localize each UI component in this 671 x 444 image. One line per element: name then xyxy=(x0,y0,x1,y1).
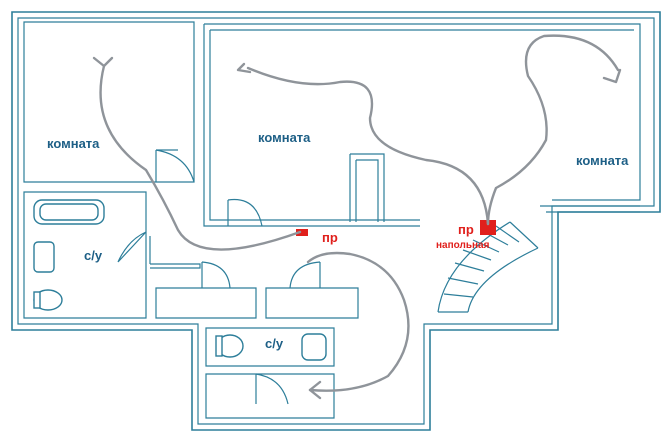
left-room-door-cut xyxy=(155,149,178,182)
bathtub-inner xyxy=(39,203,99,221)
column xyxy=(349,153,385,222)
airflow-left-room xyxy=(99,64,302,251)
airflow-bottom xyxy=(306,251,410,392)
outer-wall-inner xyxy=(17,17,655,425)
sink-left xyxy=(33,241,55,273)
center-door xyxy=(227,198,263,227)
center-room-wall-inner xyxy=(209,29,634,221)
wall-vent xyxy=(296,229,308,236)
room-label-center: комната xyxy=(258,130,311,145)
arrow-right-room xyxy=(602,68,622,84)
bath-left-wall xyxy=(23,191,147,319)
bath-bottom-wall xyxy=(205,327,335,419)
bath-bottom-door xyxy=(255,373,289,405)
stair-treads xyxy=(443,225,520,298)
closets xyxy=(155,287,359,319)
airflow-center-room xyxy=(246,66,490,226)
toilet-left-tank xyxy=(33,291,41,309)
arrow-left-room xyxy=(92,56,114,68)
floor-vent-label: пр xyxy=(458,222,474,237)
left-room-door-arc xyxy=(155,149,195,183)
floor-vent xyxy=(480,220,496,235)
sink-bottom xyxy=(301,333,327,361)
outer-wall xyxy=(11,11,661,431)
closet-door-left xyxy=(201,261,231,289)
toilet-bottom-tank xyxy=(215,335,223,357)
bath-label-bottom: с/у xyxy=(265,336,284,351)
left-room-wall xyxy=(23,21,195,183)
right-room-divider xyxy=(540,205,640,213)
closet-door-right xyxy=(289,261,321,289)
room-label-right: комната xyxy=(576,153,629,168)
airflow-right-room xyxy=(486,34,620,226)
spiral-stair xyxy=(437,221,539,313)
hall-wall xyxy=(149,236,201,269)
center-room-wall xyxy=(203,23,641,227)
arrow-center-room xyxy=(236,62,252,74)
bath-left-door xyxy=(117,231,147,263)
floor-vent-sublabel: напольная xyxy=(436,240,490,251)
arrow-bottom xyxy=(308,380,322,400)
bath-label-left: с/у xyxy=(84,248,103,263)
room-label-left: комната xyxy=(47,136,100,151)
wall-vent-label: пр xyxy=(322,230,338,245)
